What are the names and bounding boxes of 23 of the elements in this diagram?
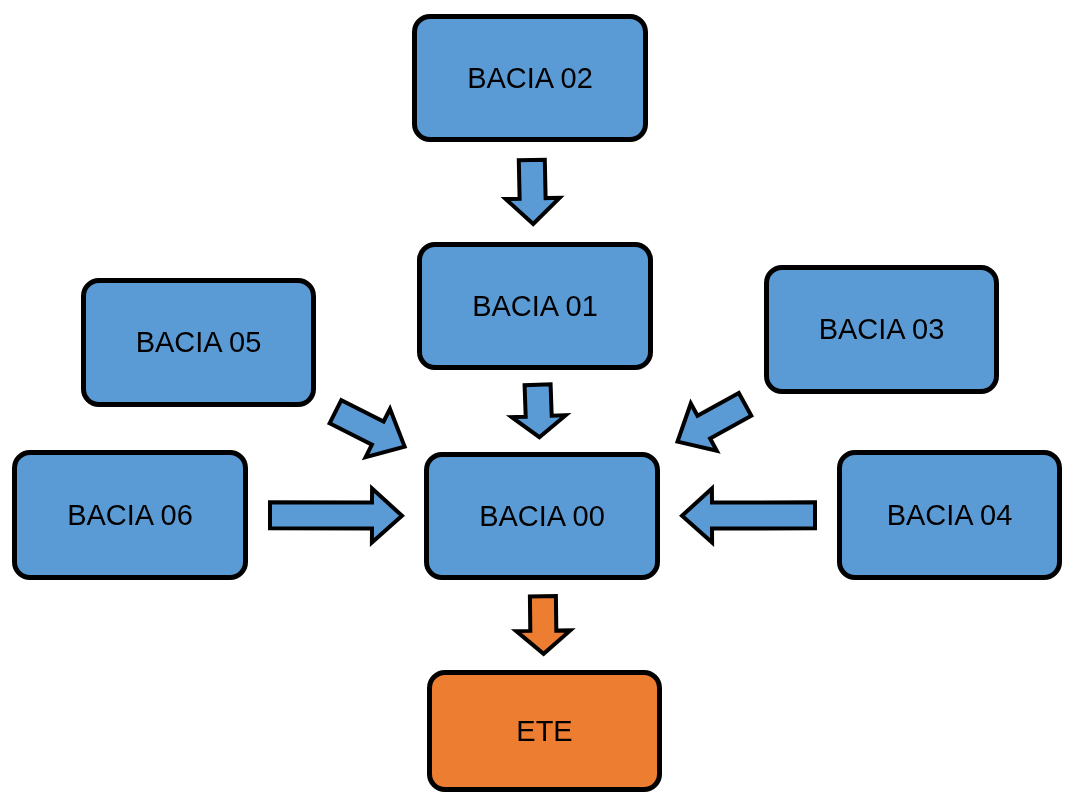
block-arrow bbox=[679, 484, 817, 548]
box-label: BACIA 00 bbox=[479, 499, 605, 533]
box-label: BACIA 06 bbox=[67, 498, 193, 532]
box-label: BACIA 02 bbox=[467, 61, 593, 95]
block-arrow bbox=[505, 382, 572, 440]
block-arrow bbox=[268, 484, 405, 548]
process-box bbox=[412, 14, 648, 142]
box-label: BACIA 04 bbox=[886, 498, 1013, 532]
box-label: BACIA 05 bbox=[135, 326, 262, 359]
process-box bbox=[12, 450, 248, 580]
box-label: BACIA 03 bbox=[818, 313, 945, 346]
box-label: ETE bbox=[516, 714, 573, 748]
process-box bbox=[427, 670, 662, 792]
block-arrow bbox=[326, 397, 408, 461]
box-label: BACIA 01 bbox=[472, 289, 598, 323]
block-arrow bbox=[674, 390, 754, 454]
process-box bbox=[764, 265, 999, 394]
block-arrow bbox=[510, 593, 576, 657]
process-box bbox=[837, 450, 1062, 580]
block-arrow bbox=[500, 157, 565, 227]
process-box bbox=[417, 242, 653, 370]
process-box bbox=[81, 278, 316, 407]
process-box bbox=[424, 452, 660, 580]
